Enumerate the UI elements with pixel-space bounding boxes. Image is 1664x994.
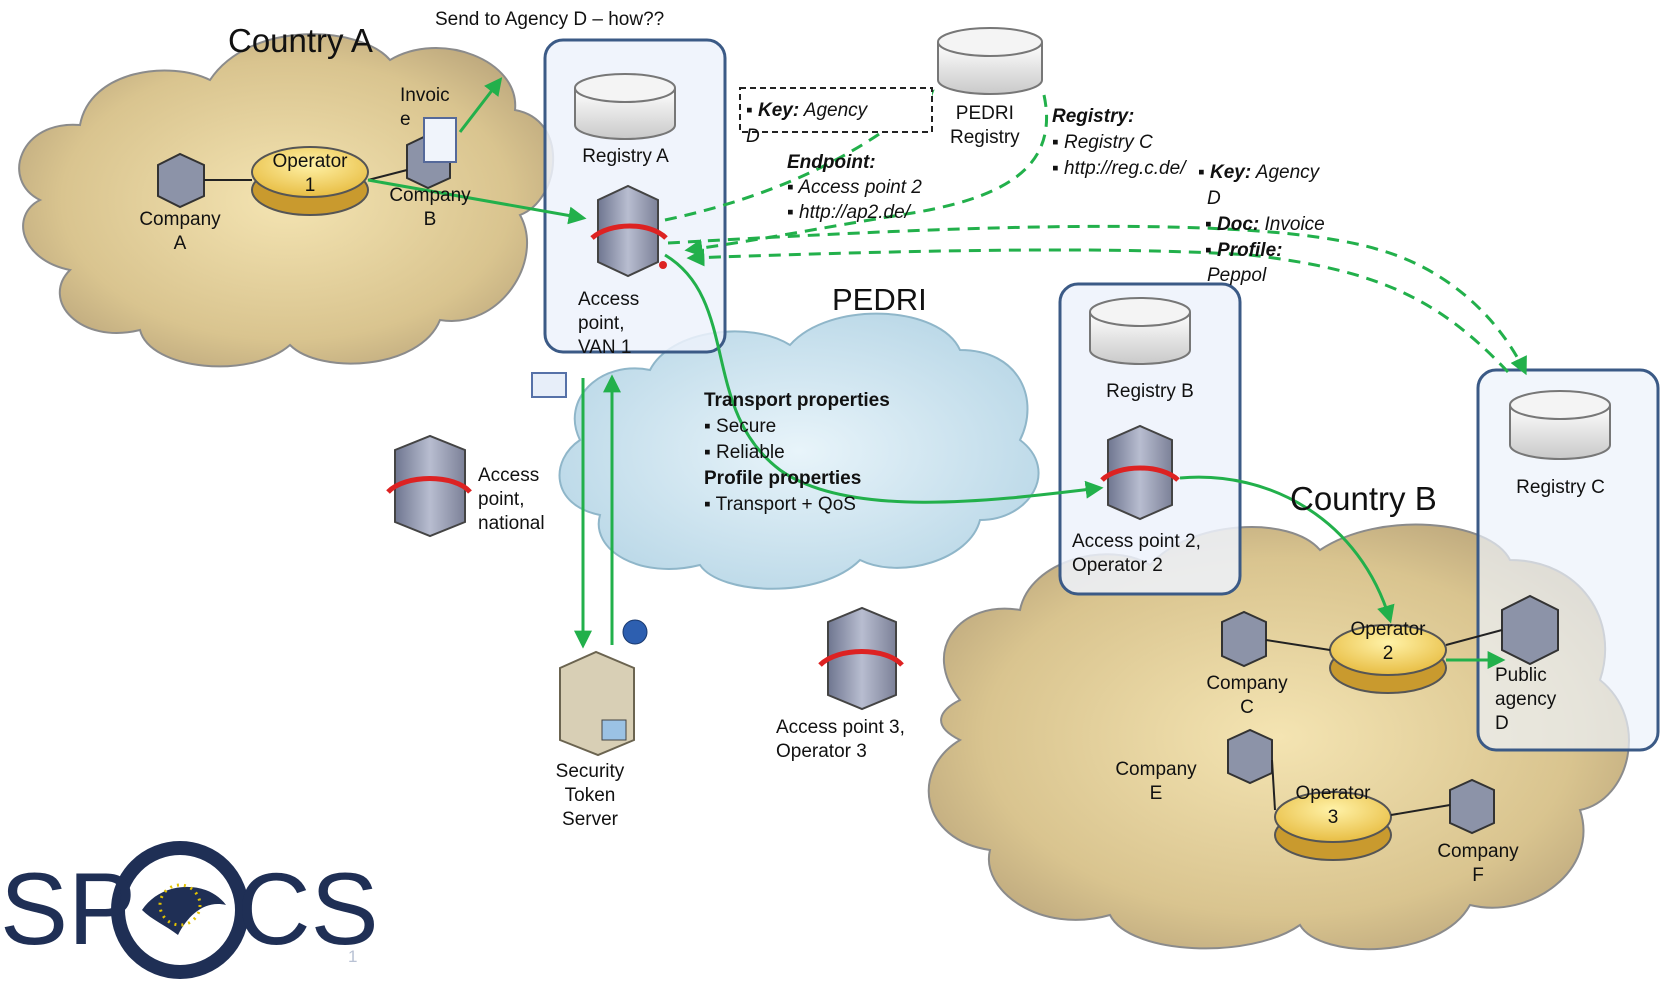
connector (1390, 804, 1451, 816)
company-f-icon (1449, 778, 1495, 835)
certificate-icon (531, 372, 567, 398)
arrow-send-how (458, 77, 503, 133)
spocs-logo-right: CS (237, 852, 379, 966)
eu-flag-logo-icon (111, 841, 249, 979)
lookup-key: ▪ Key: Agency (1198, 162, 1320, 183)
operator-1-icon (251, 146, 369, 216)
arrow-ap1-to-ap2 (664, 253, 1104, 504)
dashed-arrow-to-registry-c (667, 224, 1527, 376)
company-c-icon (1221, 610, 1267, 668)
profile-item-1: ▪ Transport + QoS (704, 494, 856, 515)
registry-a-label: Registry A (582, 146, 669, 167)
access-point-2-server-icon (1100, 424, 1180, 521)
send-note: Send to Agency D – how?? (435, 9, 665, 30)
page-number: 1 (348, 947, 358, 966)
lookup-profile-val: Peppol (1207, 265, 1267, 286)
access-point-3-label: Access point 3,Operator 3 (776, 717, 905, 762)
access-point-2-label: Access point 2,Operator 2 (1072, 531, 1201, 576)
access-point-national-server-icon (386, 434, 472, 538)
connector (1271, 759, 1276, 811)
endpoint-item-1: ▪ Access point 2 (787, 177, 922, 198)
spocs-logo-left: SP (0, 852, 137, 966)
registry-item-2: ▪ http://reg.c.de/ (1052, 158, 1186, 179)
connector (367, 169, 408, 181)
country-a-title: Country A (228, 22, 373, 59)
transport-title: Transport properties (704, 390, 890, 411)
country-b-title: Country B (1290, 480, 1437, 517)
pedri-registry-disk-icon (937, 27, 1043, 95)
connector (1265, 639, 1331, 651)
registry-b-label: Registry B (1106, 381, 1194, 402)
endpoint-title: Endpoint: (787, 152, 876, 173)
connector (1445, 629, 1503, 646)
dashed-arrow-from-pedri (684, 94, 1049, 257)
invoice-icon (423, 117, 457, 163)
registry-a-disk-icon (574, 73, 676, 140)
lookup-key-d: D (1207, 188, 1221, 209)
key-note-box (739, 87, 933, 133)
lookup-profile: ▪ Profile: (1205, 240, 1283, 261)
security-token-server-icon (559, 650, 635, 757)
access-point-van1-server-icon (590, 184, 668, 278)
registry-item-1: ▪ Registry C (1052, 132, 1153, 153)
key-note: ▪ Key: Agency (746, 100, 868, 121)
arrow-ap2-to-op2 (1179, 475, 1395, 624)
operator-2-icon (1329, 624, 1447, 694)
transport-item-2: ▪ Reliable (704, 442, 785, 463)
token-icon (622, 619, 648, 645)
pedri-title: PEDRI (832, 282, 927, 317)
registry-c-disk-icon (1509, 390, 1611, 460)
access-point-3-server-icon (818, 606, 904, 711)
arrow-op1-to-ap (367, 178, 587, 225)
dashed-arrow-from-registry-c (686, 248, 1510, 374)
profile-title: Profile properties (704, 468, 862, 489)
registry-c-label: Registry C (1516, 477, 1605, 498)
key-note-d: D (746, 126, 760, 147)
registry-b-disk-icon (1089, 297, 1191, 365)
public-agency-icon (1501, 594, 1559, 666)
endpoint-item-2: ▪ http://ap2.de/ (787, 202, 910, 223)
lookup-doc: ▪ Doc: Invoice (1205, 214, 1325, 235)
operator-3-icon (1274, 791, 1392, 861)
transport-item-1: ▪ Secure (704, 416, 777, 437)
company-a-icon (157, 152, 205, 209)
registry-title: Registry: (1052, 106, 1135, 127)
company-e-icon (1227, 728, 1273, 785)
